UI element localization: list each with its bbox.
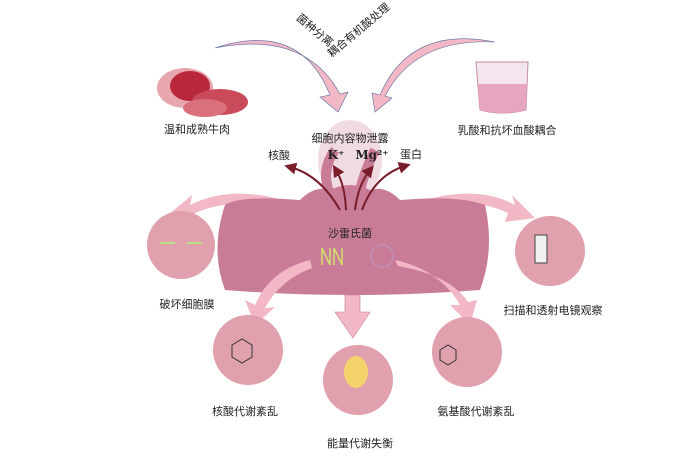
- microscope-icon: [534, 234, 548, 264]
- nucleic-metabolism-label: 核酸代谢紊乱: [212, 405, 278, 418]
- purine-structure-icon: [231, 338, 253, 364]
- arrow-strain-isolation: [214, 40, 349, 113]
- microscopy-circle: [515, 216, 585, 286]
- bacterium-label: 沙雷氏菌: [328, 227, 372, 240]
- membrane-label: 破坏细胞膜: [159, 298, 215, 311]
- meat-label: 温和成熟牛肉: [164, 123, 230, 136]
- protein-tangle-icon: [370, 244, 394, 268]
- amino-metabolism-label: 氨基酸代谢紊乱: [437, 405, 515, 418]
- arrow-to-nucleic: [245, 260, 312, 325]
- amino-circle: [432, 317, 502, 387]
- atp-synthase-icon: [344, 356, 368, 388]
- dna-icon: [321, 247, 343, 266]
- potassium-label: K⁺: [327, 148, 345, 162]
- leakage-title: 细胞内容物泄露: [311, 132, 389, 145]
- acid-label: 乳酸和抗坏血酸耦合: [457, 124, 557, 137]
- microscopy-label: 扫描和透射电镜观察: [503, 304, 603, 317]
- nucleic-circle: [213, 315, 283, 385]
- arrow-to-energy: [334, 294, 371, 339]
- beef-image: [157, 68, 248, 117]
- protein-label: 蛋白: [400, 148, 422, 161]
- membrane-circle: [147, 211, 215, 279]
- energy-metabolism-label: 能量代谢失衡: [327, 437, 393, 450]
- arrow-organic-acid: [371, 38, 496, 113]
- beaker-image: [475, 61, 529, 114]
- magnesium-label: Mg²⁺: [355, 148, 389, 162]
- arrow-to-amino: [395, 260, 477, 325]
- serratia-cell: [217, 185, 489, 295]
- nucleic-acid-label: 核酸: [268, 149, 290, 162]
- phenylalanine-structure-icon: [439, 344, 457, 366]
- leakage-arrows: [284, 161, 411, 211]
